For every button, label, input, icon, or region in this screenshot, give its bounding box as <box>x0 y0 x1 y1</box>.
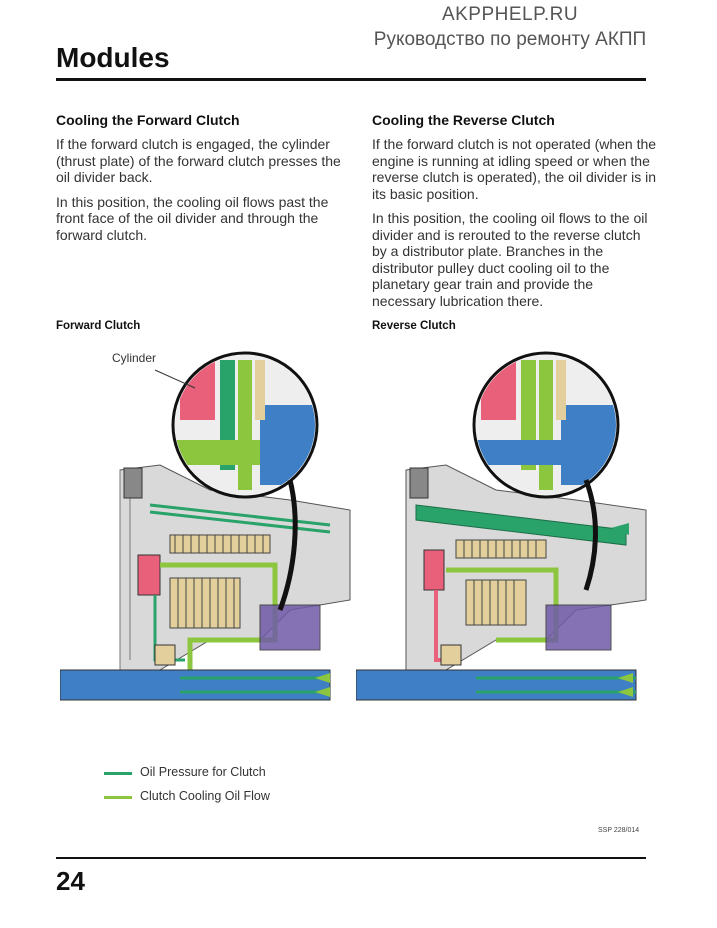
watermark-site: AKPPHELP.RU <box>441 4 579 25</box>
purple-component <box>545 604 612 651</box>
title-rule <box>56 78 646 81</box>
cooling-arrows <box>618 673 633 697</box>
legend-item-oil-pressure: Oil Pressure for Clutch <box>104 764 344 784</box>
pink-piston <box>137 554 161 596</box>
reverse-section-heading: Cooling the Reverse Clutch <box>372 112 555 128</box>
shaft <box>60 669 331 701</box>
reverse-clutch-diagram <box>356 351 647 701</box>
forward-paragraph-1: If the forward clutch is engaged, the cy… <box>56 136 341 185</box>
cylinder-callout: Cylinder <box>112 351 157 365</box>
magnifier-pointer <box>583 479 598 591</box>
shaft-bore <box>180 676 330 694</box>
magnifier-pointer <box>277 479 298 611</box>
shaft-bore <box>476 676 636 694</box>
detail-view <box>476 355 616 495</box>
bolt <box>409 467 429 499</box>
legend-label-cooling-flow: Clutch Cooling Oil Flow <box>140 789 270 803</box>
forward-section-heading: Cooling the Forward Clutch <box>56 112 240 128</box>
page-title: Modules <box>56 42 170 73</box>
detail-view <box>175 355 315 495</box>
reverse-paragraph-1: If the forward clutch is not operated (w… <box>372 136 657 202</box>
cooling-tube <box>149 503 331 527</box>
forward-clutch-section: Cooling the Forward Clutch If the forwar… <box>56 112 341 251</box>
page-number: 24 <box>56 866 85 896</box>
legend-label-oil-pressure: Oil Pressure for Clutch <box>140 765 266 779</box>
bearing <box>154 644 176 666</box>
bolt <box>123 467 143 499</box>
cooling-tube <box>149 510 331 534</box>
legend-swatch-cooling-flow <box>104 796 132 799</box>
purple-component <box>259 604 321 651</box>
callout-line <box>154 369 196 389</box>
clutch-plates <box>455 539 547 626</box>
forward-figure-label: Forward Clutch <box>56 320 141 332</box>
watermark-description: Руководство по ремонту АКПП <box>373 29 647 50</box>
legend-swatch-oil-pressure <box>104 772 132 775</box>
forward-paragraph-2: In this position, the cooling oil flows … <box>56 193 329 243</box>
housing-outline <box>119 470 131 670</box>
cooling-tube <box>415 504 627 546</box>
bearing <box>440 644 462 666</box>
forward-clutch-diagram <box>60 351 351 701</box>
footer-rule <box>56 857 646 859</box>
legend-item-cooling-flow: Clutch Cooling Oil Flow <box>104 788 344 808</box>
shaft <box>356 669 637 701</box>
figure-reference: SSP 228/014 <box>598 827 640 834</box>
cooling-arrows <box>611 523 629 535</box>
cooling-arrows <box>315 673 330 697</box>
reverse-paragraph-2: In this position, the cooling oil flows … <box>372 210 648 309</box>
pink-piston <box>423 549 445 591</box>
reverse-figure-label: Reverse Clutch <box>372 320 456 332</box>
clutch-plates <box>169 534 271 629</box>
reverse-clutch-section: Cooling the Reverse Clutch If the forwar… <box>372 112 657 317</box>
